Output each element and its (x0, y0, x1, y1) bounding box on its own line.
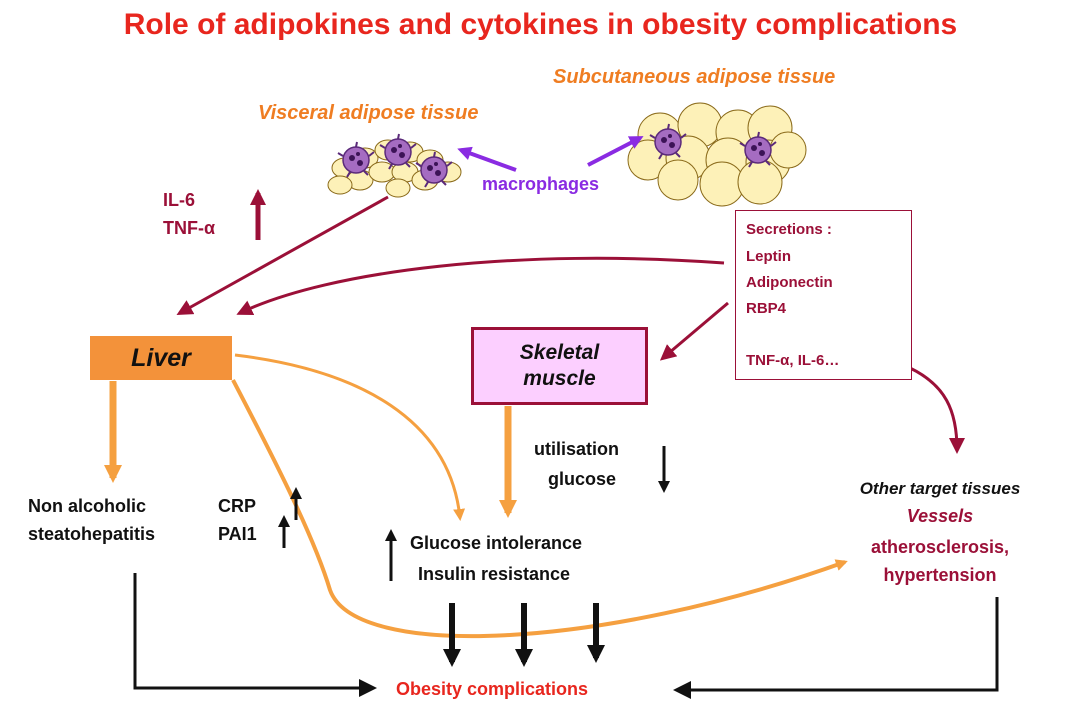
crp-label: CRP (218, 496, 257, 516)
secretions-header: Secretions : (746, 221, 832, 238)
macrophages-label: macrophages (482, 174, 600, 194)
glucose-intolerance-label: Glucose intolerance (410, 533, 583, 553)
utilisation-label: utilisation (534, 439, 619, 459)
liver-to-targets-arrow (231, 379, 848, 639)
leptin-label: Leptin (746, 248, 791, 265)
nash-label-line1: Non alcoholic (28, 496, 147, 516)
liver-to-glucose-arrow (234, 353, 466, 521)
il6-label: IL-6 (163, 190, 196, 210)
macrophage-arrow-visceral (457, 146, 517, 172)
secretions-box: Secretions : Leptin Adiponectin RBP4 TNF… (735, 210, 912, 380)
obesity-complications-label: Obesity complications (396, 679, 589, 699)
targets-to-complications-arrow (673, 597, 999, 699)
liver-box: Liver (90, 336, 232, 380)
muscle-label-line2: muscle (523, 367, 596, 390)
nash-label-line2: steatohepatitis (28, 524, 156, 544)
secretions-to-muscle-arrow (659, 301, 729, 361)
rbp4-label: RBP4 (746, 300, 787, 317)
other-targets-label: Other target tissues (859, 479, 1021, 498)
muscle-label-line1: Skeletal (519, 340, 600, 364)
subcutaneous-adipose-cells (627, 102, 807, 207)
visceral-to-liver-arrow (176, 195, 389, 315)
secretions-to-liver-arrow (236, 256, 725, 316)
macrophage-arrow-subcutaneous (587, 136, 644, 167)
vessels-label: Vessels (906, 506, 974, 526)
visceral-label: Visceral adipose tissue (258, 102, 479, 124)
page-title: Role of adipokines and cytokines in obes… (123, 8, 958, 41)
nash-to-complications-arrow (133, 573, 377, 697)
insulin-resistance-label: Insulin resistance (418, 564, 571, 584)
tnf-il6-label: TNF-α, IL-6… (746, 352, 840, 369)
skeletal-muscle-box: Skeletal muscle (471, 327, 648, 405)
adiponectin-label: Adiponectin (746, 274, 833, 291)
pai1-label: PAI1 (218, 524, 257, 544)
liver-label: Liver (131, 343, 191, 372)
tnf-alpha-label: TNF-α (163, 218, 216, 238)
hypertension-label: hypertension (883, 565, 997, 585)
atherosclerosis-label: atherosclerosis, (870, 537, 1010, 557)
subcutaneous-label: Subcutaneous adipose tissue (553, 66, 836, 88)
glucose-label: glucose (548, 469, 617, 489)
secretions-to-targets-arrow (909, 366, 965, 454)
